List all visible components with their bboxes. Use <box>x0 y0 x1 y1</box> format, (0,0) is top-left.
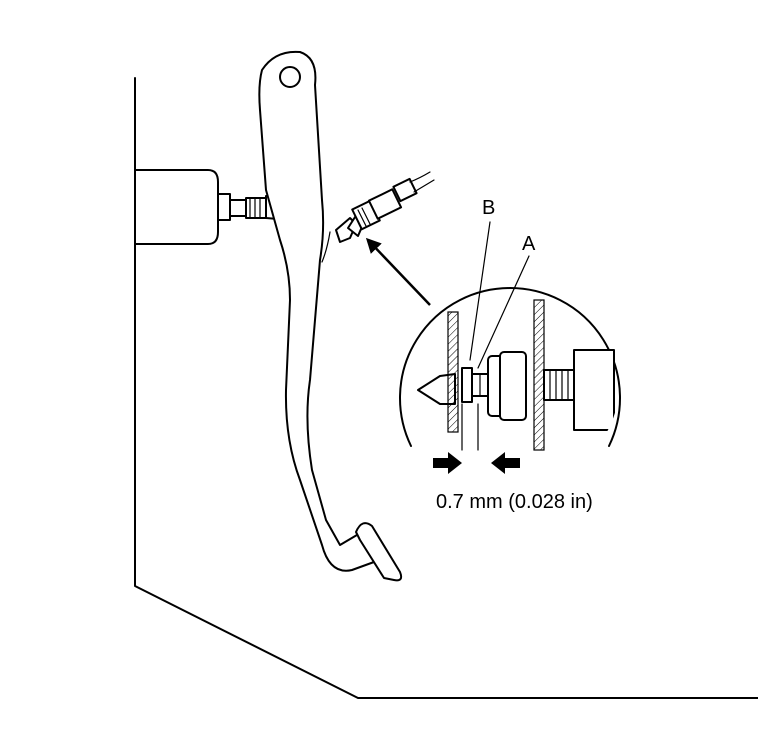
brake-light-switch <box>335 171 435 243</box>
brake-pedal-arm <box>258 50 375 572</box>
callout-b: B <box>482 197 495 219</box>
bracket-plate <box>533 299 545 451</box>
left-arrow <box>433 452 462 474</box>
plunger-a <box>461 367 473 403</box>
right-arrow <box>491 452 520 474</box>
firewall-outline <box>134 77 758 699</box>
clearance-arrows <box>433 452 520 474</box>
leader-arrow <box>365 237 431 306</box>
callout-leaders <box>469 221 530 369</box>
detail-view <box>399 287 621 451</box>
plate-b <box>447 311 459 433</box>
clearance-label: 0.7 mm (0.028 in) <box>436 491 593 513</box>
pedal-pad <box>355 522 403 582</box>
booster-body <box>134 169 267 245</box>
callout-a: A <box>522 233 536 255</box>
